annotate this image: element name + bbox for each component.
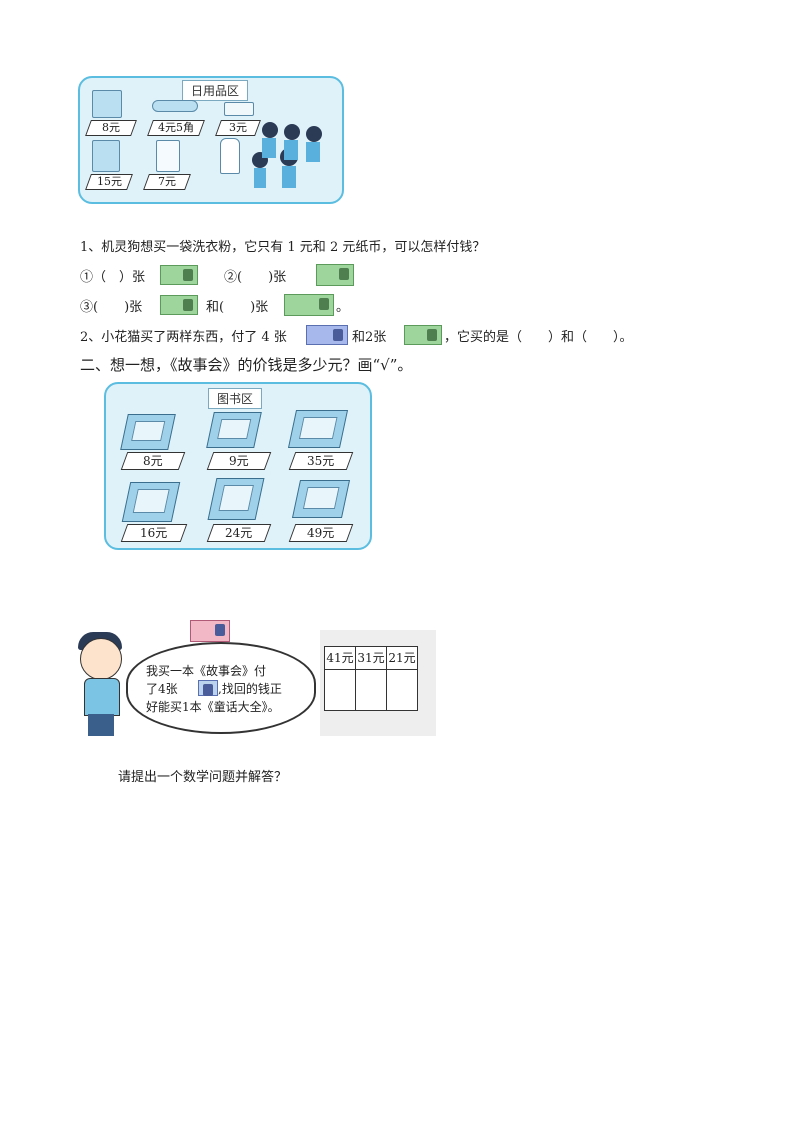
option-2-label: ②( )张 <box>224 270 287 285</box>
two-yuan-bill <box>284 294 334 316</box>
book-1-cover <box>120 414 176 450</box>
towel-item <box>156 140 180 172</box>
option-3-end: 。 <box>336 300 350 315</box>
shampoo-item <box>220 138 240 174</box>
choice-41[interactable]: 41元 <box>324 646 356 670</box>
one-yuan-bill <box>160 265 198 285</box>
book-5-cover <box>207 478 265 520</box>
detergent-item <box>92 90 122 118</box>
hundred-yuan-bill <box>198 680 218 696</box>
children-group-illustration <box>252 122 332 196</box>
tissue-item <box>92 140 120 172</box>
one-yuan-bill <box>404 325 442 345</box>
choice-31[interactable]: 31元 <box>355 646 387 670</box>
open-question-prompt: 请提出一个数学问题并解答？ <box>118 770 288 785</box>
price-tag-book-3: 35元 <box>288 452 354 470</box>
five-yuan-bill <box>306 325 348 345</box>
two-yuan-bill <box>316 264 354 286</box>
speech-bubble <box>126 642 316 734</box>
soap-item <box>224 102 254 116</box>
price-tag-book-2: 9元 <box>206 452 272 470</box>
book-3-cover <box>287 410 349 448</box>
choice-21[interactable]: 21元 <box>386 646 418 670</box>
question-2-part-c: ，它买的是（ ）和（ ）。 <box>444 330 633 345</box>
daily-goods-panel: 日用品区 8元 4元5角 3元 15元 7元 <box>78 76 344 204</box>
book-area-panel: 图书区 8元 9元 35元 16元 24元 49元 <box>104 382 372 550</box>
price-tag-book-6: 49元 <box>288 524 354 542</box>
one-yuan-bill <box>160 295 198 315</box>
book-6-cover <box>291 480 351 518</box>
speech-line-1: 我买一本《故事会》付 <box>146 664 267 678</box>
price-tag-book-4: 16元 <box>120 524 188 542</box>
price-tag-tissue: 15元 <box>85 174 133 190</box>
section-2-heading: 二、想一想，《故事会》的价钱是多少元？画“√”。 <box>80 356 413 374</box>
check-cell-31[interactable] <box>355 669 387 711</box>
option-1-label: ①（ ）张 <box>80 270 146 285</box>
price-tag-book-5: 24元 <box>206 524 272 542</box>
question-2-part-b: 和2张 <box>352 330 387 345</box>
speech-line-2a: 了4张 <box>146 682 178 696</box>
book-2-cover <box>206 412 262 448</box>
price-tag-detergent: 8元 <box>85 120 137 136</box>
speech-line-3: 好能买1本《童话大全》。 <box>146 700 280 714</box>
check-cell-41[interactable] <box>324 669 356 711</box>
price-tag-toothpaste: 4元5角 <box>147 120 205 136</box>
question-1: 1、机灵狗想买一袋洗衣粉，它只有 1 元和 2 元纸币，可以怎样付钱？ <box>80 240 486 255</box>
option-3-and-label: 和( )张 <box>206 300 269 315</box>
book-area-title: 图书区 <box>208 388 263 409</box>
price-tag-book-1: 8元 <box>120 452 186 470</box>
price-tag-towel: 7元 <box>143 174 191 190</box>
book-4-cover <box>121 482 181 522</box>
daily-goods-title: 日用品区 <box>182 80 249 101</box>
hundred-yuan-bill <box>190 620 230 642</box>
option-3-label: ③( )张 <box>80 300 143 315</box>
speech-line-2b: ,找回的钱正 <box>218 682 282 696</box>
question-2-part-a: 2、小花猫买了两样东西，付了 4 张 <box>80 330 287 345</box>
check-cell-21[interactable] <box>386 669 418 711</box>
toothpaste-item <box>152 100 198 112</box>
